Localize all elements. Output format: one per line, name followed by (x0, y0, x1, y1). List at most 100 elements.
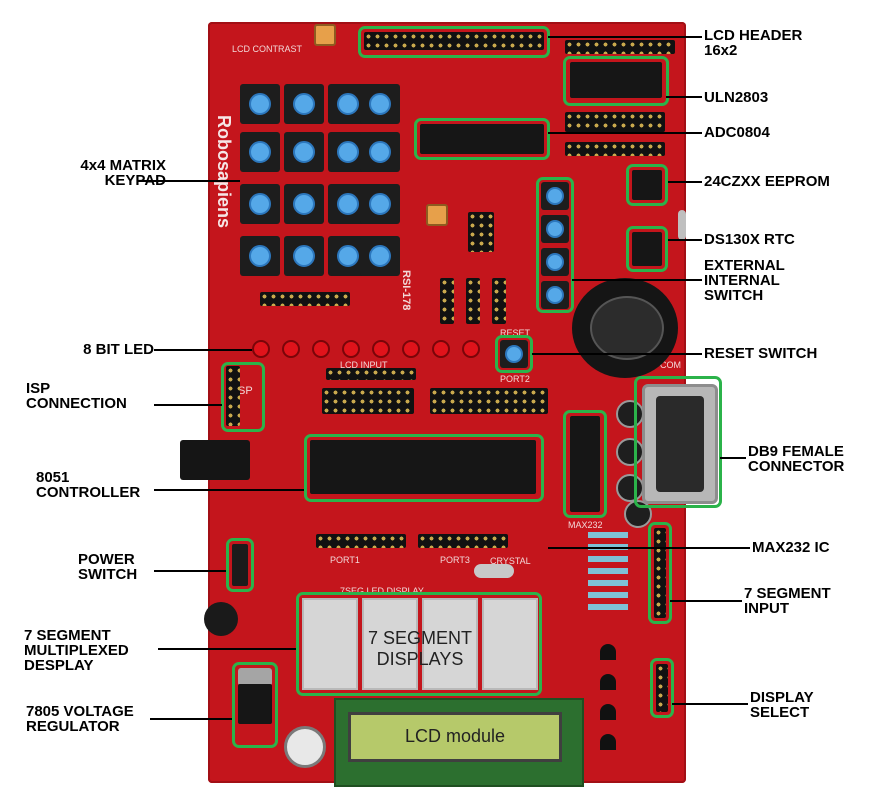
keypad-key-14[interactable] (284, 236, 324, 276)
lcd-module-screen (348, 712, 562, 762)
rtc-crystal (678, 210, 686, 240)
uln2803-chip (570, 62, 662, 98)
leader-power-switch (154, 570, 226, 572)
leader-keypad (138, 180, 240, 182)
display-select-header (656, 664, 668, 712)
keypad-key-12[interactable] (360, 184, 400, 224)
int-switch-3[interactable] (541, 248, 569, 276)
leader-reset-switch (532, 353, 702, 355)
label-isp: ISP CONNECTION (26, 380, 127, 412)
label-display-select: DISPLAY SELECT (750, 689, 814, 721)
eeprom-chip (632, 170, 662, 200)
port2-header (430, 388, 548, 414)
isp-highlight (221, 362, 265, 432)
led-5 (372, 340, 390, 358)
leader-uln2803 (666, 96, 702, 98)
label-controller: 8051 CONTROLLER (36, 469, 141, 501)
seg-input-highlight (648, 522, 672, 624)
keypad-key-1[interactable] (240, 84, 280, 124)
lcd-module-caption: LCD module (404, 726, 506, 746)
regulator-body (238, 684, 272, 724)
label-keypad: 4x4 MATRIX KEYPAD (80, 157, 166, 189)
lcd-header-pins (364, 32, 544, 50)
label-db9: DB9 FEMALE CONNECTOR (748, 443, 845, 475)
max232-highlight (563, 410, 607, 518)
keypad-key-4[interactable] (360, 84, 400, 124)
seg-display-2 (362, 598, 418, 690)
power-switch-highlight (226, 538, 254, 592)
label-lcd-header: LCD HEADER 16x2 (704, 27, 803, 59)
label-seg-mux: 7 SEGMENT MULTIPLEXED DESPLAY (24, 627, 129, 674)
inductor (204, 602, 238, 636)
leader-eeprom (668, 181, 702, 183)
label-seg-input: 7 SEGMENT INPUT (744, 585, 831, 617)
leader-display-select (672, 703, 748, 705)
controller-chip (310, 440, 536, 494)
reset-switch[interactable] (500, 340, 528, 368)
port0-header (322, 388, 414, 414)
lcd-header-highlight (358, 26, 550, 58)
adc0804-highlight (414, 118, 550, 160)
keypad-key-2[interactable] (284, 84, 324, 124)
seg-display-3 (422, 598, 478, 690)
int-switch-2[interactable] (541, 215, 569, 243)
leader-led8 (154, 349, 252, 351)
seg-display-4 (482, 598, 538, 690)
int-switch-1[interactable] (541, 182, 569, 210)
label-adc0804: ADC0804 (704, 124, 770, 141)
power-jumper-3 (492, 278, 506, 324)
leader-rtc (668, 239, 702, 241)
board-model: RSI-178 (400, 270, 412, 311)
led-1 (252, 340, 270, 358)
regulator-highlight (232, 662, 278, 748)
power-jumper-1 (440, 278, 454, 324)
crystal (474, 564, 514, 578)
board-port2: PORT2 (500, 374, 530, 384)
power-jumper-2 (466, 278, 480, 324)
board-port3: PORT3 (440, 555, 470, 565)
led-4 (342, 340, 360, 358)
power-switch[interactable] (232, 544, 248, 586)
keypad-key-6[interactable] (284, 132, 324, 172)
leader-regulator (150, 718, 232, 720)
adc-pot[interactable] (426, 204, 448, 226)
label-max232: MAX232 IC (752, 539, 830, 556)
transistor-3 (600, 704, 616, 720)
keypad-key-10[interactable] (284, 184, 324, 224)
keypad-key-8[interactable] (360, 132, 400, 172)
leader-lcd-header (548, 36, 702, 38)
leader-ext-int-switch (572, 279, 702, 281)
uln2803-highlight (563, 56, 669, 106)
leader-seg-mux (158, 648, 296, 650)
rtc-highlight (626, 226, 668, 272)
jumper-header (565, 112, 665, 132)
keypad (240, 84, 400, 280)
dc-jack[interactable] (180, 440, 250, 480)
board-lcd-contrast: LCD CONTRAST (232, 44, 303, 54)
contrast-pot[interactable] (314, 24, 336, 46)
label-uln2803: ULN2803 (704, 89, 769, 106)
keypad-key-5[interactable] (240, 132, 280, 172)
leader-isp (154, 404, 222, 406)
board-crystal: CRYSTAL (490, 556, 531, 566)
label-ext-int-switch: EXTERNAL INTERNAL SWITCH (704, 257, 785, 304)
cn6-header (260, 292, 350, 306)
regulator-tab (238, 668, 272, 686)
seg-display-1 (302, 598, 358, 690)
port3-header (418, 534, 508, 548)
keypad-key-16[interactable] (360, 236, 400, 276)
switch-highlight (536, 177, 574, 313)
keypad-key-9[interactable] (240, 184, 280, 224)
leader-adc0804 (548, 132, 702, 134)
keypad-key-13[interactable] (240, 236, 280, 276)
rtc-battery (590, 296, 664, 360)
board-max232: MAX232 (568, 520, 603, 530)
cap-1 (616, 400, 644, 428)
label-power-switch: POWER SWITCH (78, 551, 138, 583)
label-eeprom: 24CZXX EEPROM (704, 173, 830, 190)
board-com: COM (660, 360, 681, 370)
lcd-input-header (326, 368, 416, 380)
label-regulator: 7805 VOLTAGE REGULATOR (26, 703, 134, 735)
int-switch-4[interactable] (541, 281, 569, 309)
adc0804-chip (420, 124, 544, 154)
